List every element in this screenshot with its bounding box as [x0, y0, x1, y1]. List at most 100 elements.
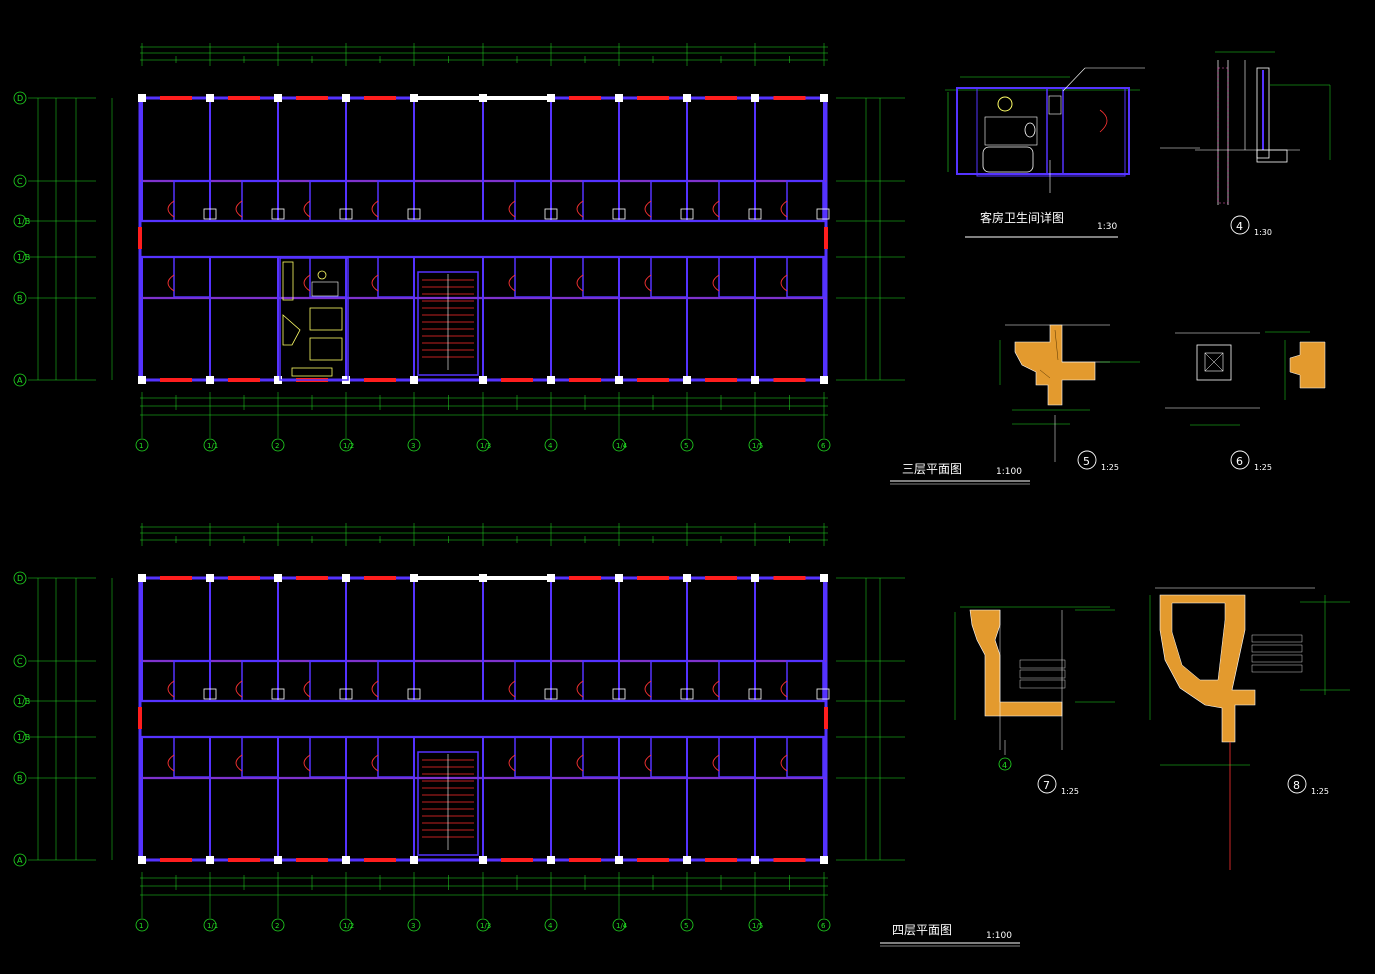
column — [683, 574, 691, 582]
column — [410, 94, 418, 102]
axis-bubble — [748, 438, 762, 452]
detail-6-section: 6 1:25 — [1165, 331, 1326, 472]
column — [479, 376, 487, 384]
axis-bubble — [680, 438, 694, 452]
axis-bubble — [13, 174, 27, 188]
axis-bubble — [612, 438, 626, 452]
window — [637, 96, 669, 100]
axis-bubble — [13, 771, 27, 785]
door-swing — [644, 200, 652, 218]
door-swing — [167, 274, 175, 292]
window — [569, 576, 601, 580]
axis-bubble — [13, 250, 27, 264]
axis-label: 6 — [821, 442, 826, 450]
door-swing — [644, 754, 652, 772]
axis-label: 1/B — [17, 253, 30, 262]
door-swing — [303, 200, 311, 218]
door-swing — [712, 200, 720, 218]
axis-bubble — [544, 438, 558, 452]
column — [751, 376, 759, 384]
axis-label: 1/1 — [207, 442, 218, 450]
column — [547, 856, 555, 864]
axis-bubble — [339, 438, 353, 452]
axis-bubble — [407, 918, 421, 932]
axis-label: 3 — [411, 442, 415, 450]
door-swing — [644, 680, 652, 698]
axis-label: 1/4 — [616, 442, 628, 450]
door-swing — [167, 754, 175, 772]
axis-label: 5 — [684, 922, 688, 930]
axis-bubble — [13, 853, 27, 867]
door-swing — [508, 200, 516, 218]
door-swing — [303, 754, 311, 772]
axis-bubble — [203, 918, 217, 932]
detail-5-number: 5 — [1083, 455, 1090, 468]
door-swing — [235, 680, 243, 698]
axis-label: C — [17, 177, 23, 186]
column — [615, 574, 623, 582]
window — [228, 576, 260, 580]
axis-bubble — [612, 918, 626, 932]
axis-label: 1/B — [17, 217, 30, 226]
column — [479, 856, 487, 864]
axis-label: A — [17, 376, 23, 385]
axis-bubble — [271, 438, 285, 452]
axis-label: 1/5 — [752, 922, 763, 930]
door-swing — [576, 200, 584, 218]
column — [274, 94, 282, 102]
staircase — [417, 271, 479, 376]
door-swing — [235, 200, 243, 218]
column — [615, 856, 623, 864]
axis-label: B — [17, 294, 23, 303]
window — [228, 96, 260, 100]
column — [683, 376, 691, 384]
axis-label: 2 — [275, 442, 279, 450]
axis-label: 1/1 — [207, 922, 218, 930]
axis-label: 1/4 — [616, 922, 628, 930]
column — [138, 94, 146, 102]
door-swing — [780, 680, 788, 698]
axis-bubble — [13, 214, 27, 228]
window — [364, 378, 396, 382]
column — [615, 94, 623, 102]
window — [501, 858, 533, 862]
door-swing — [167, 200, 175, 218]
door-swing — [508, 680, 516, 698]
door-swing — [780, 200, 788, 218]
window — [160, 96, 192, 100]
axis-bubble — [680, 918, 694, 932]
door-swing — [371, 200, 379, 218]
third-floor-plan-title-block: 三层平面图 1:100 — [890, 462, 1030, 485]
column — [410, 574, 418, 582]
axis-label: 1/2 — [343, 922, 354, 930]
third-floor-plan-title: 三层平面图 — [902, 462, 962, 476]
column — [274, 856, 282, 864]
column — [342, 574, 350, 582]
axis-label: 1/5 — [752, 442, 763, 450]
axis-label: 1 — [139, 442, 143, 450]
window — [364, 576, 396, 580]
axis-label: 1/2 — [343, 442, 354, 450]
window — [569, 96, 601, 100]
window — [228, 378, 260, 382]
axis-bubble — [407, 438, 421, 452]
column — [206, 856, 214, 864]
column — [206, 94, 214, 102]
window — [228, 858, 260, 862]
axis-bubble — [748, 918, 762, 932]
axis-label: 3 — [411, 922, 415, 930]
door-swing — [371, 680, 379, 698]
bathroom-detail-title: 客房卫生间详图 — [980, 210, 1064, 225]
column — [274, 376, 282, 384]
detail-7-scale: 1:25 — [1061, 787, 1079, 796]
door-swing — [780, 754, 788, 772]
detail-8-number: 8 — [1293, 779, 1300, 792]
axis-bubble — [339, 918, 353, 932]
column — [206, 376, 214, 384]
axis-bubble — [203, 438, 217, 452]
column — [342, 94, 350, 102]
detail-4-scale: 1:30 — [1254, 228, 1272, 237]
window — [637, 858, 669, 862]
